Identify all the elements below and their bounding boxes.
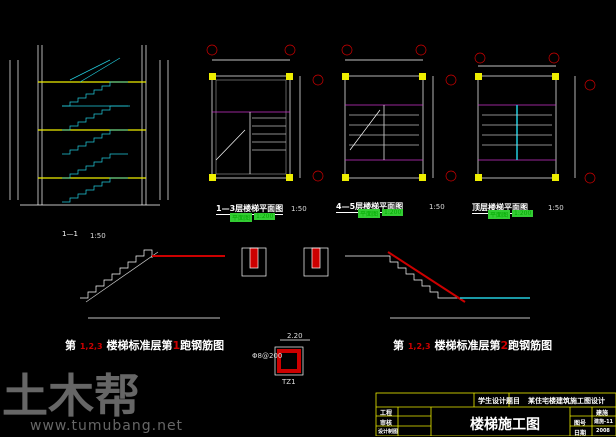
prefix: 第 xyxy=(65,339,76,352)
title-block xyxy=(375,392,616,436)
rebar-run-2 xyxy=(345,251,530,319)
column-dim-left: Φ8@200 xyxy=(252,352,283,360)
rebar-run-1 xyxy=(80,249,225,319)
r-val-2: 2008 xyxy=(596,428,610,434)
section-scale: 1:50 xyxy=(90,232,106,240)
r-val-1: 建施-11 xyxy=(594,419,614,425)
section-details xyxy=(241,247,329,277)
plan-2-tag: 平面图 xyxy=(358,209,381,218)
column-tz1-detail xyxy=(274,339,310,376)
rebar-run-1-title: 第 1,2,3 楼梯标准层第1跑钢筋图 xyxy=(65,337,224,353)
project-name: 某住宅楼建筑施工图设计 xyxy=(528,397,605,405)
watermark-logo: 土木帮 xyxy=(2,369,140,423)
row-1: 工程 xyxy=(380,410,393,417)
section-elevation xyxy=(9,45,169,206)
floors: 1,2,3 xyxy=(79,342,103,351)
drawing-title: 楼梯施工图 xyxy=(470,417,540,433)
plan-2-tag-scale: 1:200 xyxy=(382,209,404,216)
suffix: 跑钢筋图 xyxy=(180,339,225,352)
floors: 1,2,3 xyxy=(407,342,431,351)
column-label: TZ1 xyxy=(282,378,296,386)
plan-1-scale: 1:50 xyxy=(291,205,307,213)
mid: 楼梯标准层第 xyxy=(106,339,173,352)
plan-3-tag-scale: 1:200 xyxy=(512,210,534,217)
plan-2-scale: 1:50 xyxy=(429,203,445,211)
watermark-url: www.tumubang.net xyxy=(30,418,184,434)
run: 1 xyxy=(172,339,181,352)
run: 2 xyxy=(500,339,509,352)
column-dim-top: 2.20 xyxy=(287,332,303,340)
plan-1-tag-scale: 1:200 xyxy=(254,213,276,220)
plan-1-tag: 平面图 xyxy=(230,213,253,222)
stair-plan-2 xyxy=(341,44,457,182)
r-label-2: 日期 xyxy=(574,430,587,437)
prefix: 第 xyxy=(393,339,404,352)
r-label-1: 图号 xyxy=(574,420,587,427)
row-3: 设计制图 xyxy=(378,429,399,435)
section-title: 1—1 xyxy=(62,230,78,238)
stair-plan-1 xyxy=(206,44,324,182)
mid: 楼梯标准层第 xyxy=(434,339,501,352)
plan-3-scale: 1:50 xyxy=(548,204,564,212)
project-label: 学生设计题目 xyxy=(478,397,520,405)
row-2: 审核 xyxy=(380,420,393,427)
r-head: 建施 xyxy=(596,410,609,417)
plan-3-tag: 平面图 xyxy=(488,210,511,219)
suffix: 跑钢筋图 xyxy=(508,339,553,352)
rebar-run-2-title: 第 1,2,3 楼梯标准层第2跑钢筋图 xyxy=(393,337,552,353)
stair-plan-3 xyxy=(474,52,596,184)
